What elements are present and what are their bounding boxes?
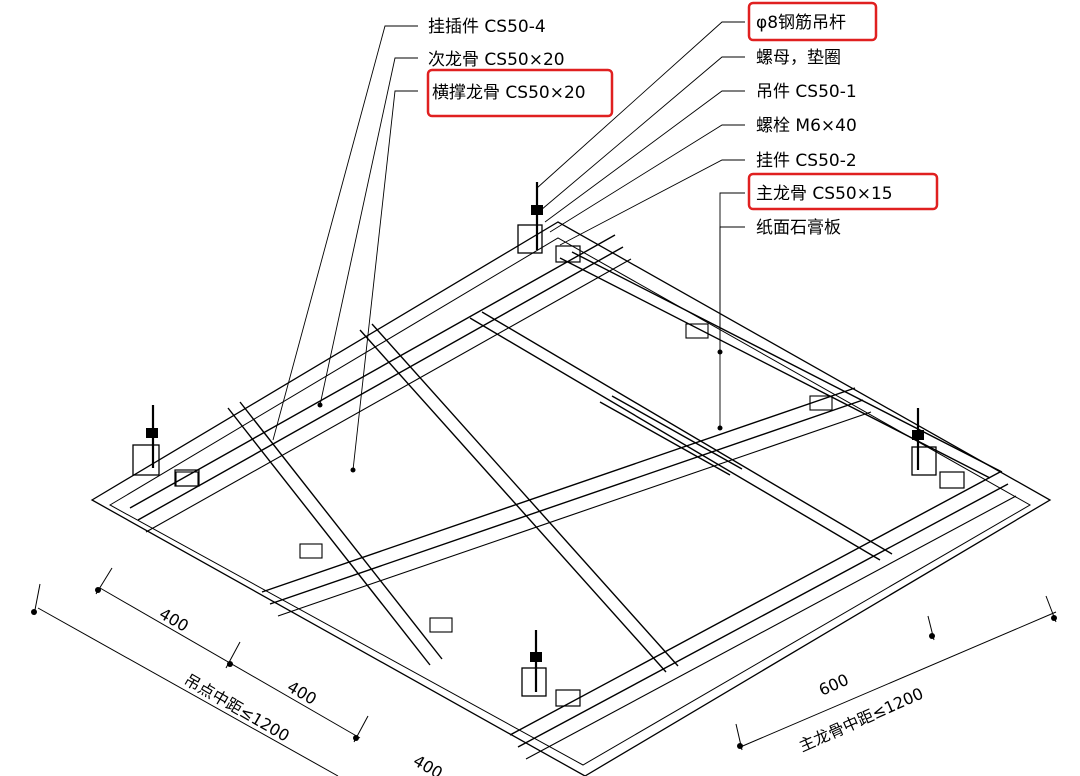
- label-hanger-part: 吊件 CS50-1: [756, 82, 857, 102]
- dim-left-seg3: 400: [410, 751, 446, 776]
- label-steel-rod: φ8钢筋吊杆: [756, 13, 846, 33]
- main-keel-3: [509, 471, 1017, 760]
- labels-left: 挂插件 CS50-4 次龙骨 CS50×20 横撑龙骨 CS50×20: [428, 17, 586, 103]
- gypsum-board-outline: [90, 221, 1052, 776]
- secondary-keel-4: [559, 251, 1003, 479]
- highlight-boxes: [426, 1, 939, 211]
- secondary-keels: [227, 251, 1003, 673]
- dimension-texts: 400 400 400 吊点中距≤1200 600 主龙骨中距≤1200: [156, 604, 926, 776]
- highlight-cross-brace-keel: [426, 68, 614, 118]
- main-keel-2: [261, 387, 872, 617]
- hanger-bottom: [521, 630, 581, 707]
- hanger-right: [911, 408, 965, 489]
- main-keels: [129, 234, 1017, 760]
- label-bolt: 螺栓 M6×40: [756, 116, 857, 136]
- label-secondary-keel: 次龙骨 CS50×20: [428, 50, 565, 70]
- main-keel-1: [129, 234, 632, 533]
- hanging-clips: [175, 323, 833, 633]
- dim-left-overall: 吊点中距≤1200: [181, 670, 293, 746]
- cross-brace-keel: [599, 395, 743, 476]
- label-cross-brace-keel: 横撑龙骨 CS50×20: [432, 83, 586, 103]
- highlight-main-keel: [747, 172, 939, 211]
- leader-lines: [272, 21, 745, 473]
- label-main-keel: 主龙骨 CS50×15: [756, 184, 893, 204]
- secondary-keel-3: [469, 311, 893, 561]
- hanger-left: [132, 405, 200, 487]
- secondary-keel-1: [227, 401, 443, 666]
- dim-right-overall: 主龙骨中距≤1200: [796, 684, 926, 756]
- hangers: [132, 182, 965, 707]
- label-nut-washer: 螺母，垫圈: [756, 48, 841, 68]
- dim-right-seg1: 600: [816, 670, 852, 700]
- label-gypsum-board: 纸面石膏板: [756, 217, 841, 238]
- hanger-top: [517, 182, 581, 263]
- label-hanger-insert: 挂插件 CS50-4: [428, 17, 546, 37]
- labels-right: φ8钢筋吊杆 螺母，垫圈 吊件 CS50-1 螺栓 M6×40 挂件 CS50-…: [756, 13, 893, 238]
- secondary-keel-2: [359, 323, 679, 673]
- dimension-lines: [31, 567, 1057, 776]
- highlight-steel-rod: [747, 1, 878, 42]
- label-hanging-part: 挂件 CS50-2: [756, 151, 857, 171]
